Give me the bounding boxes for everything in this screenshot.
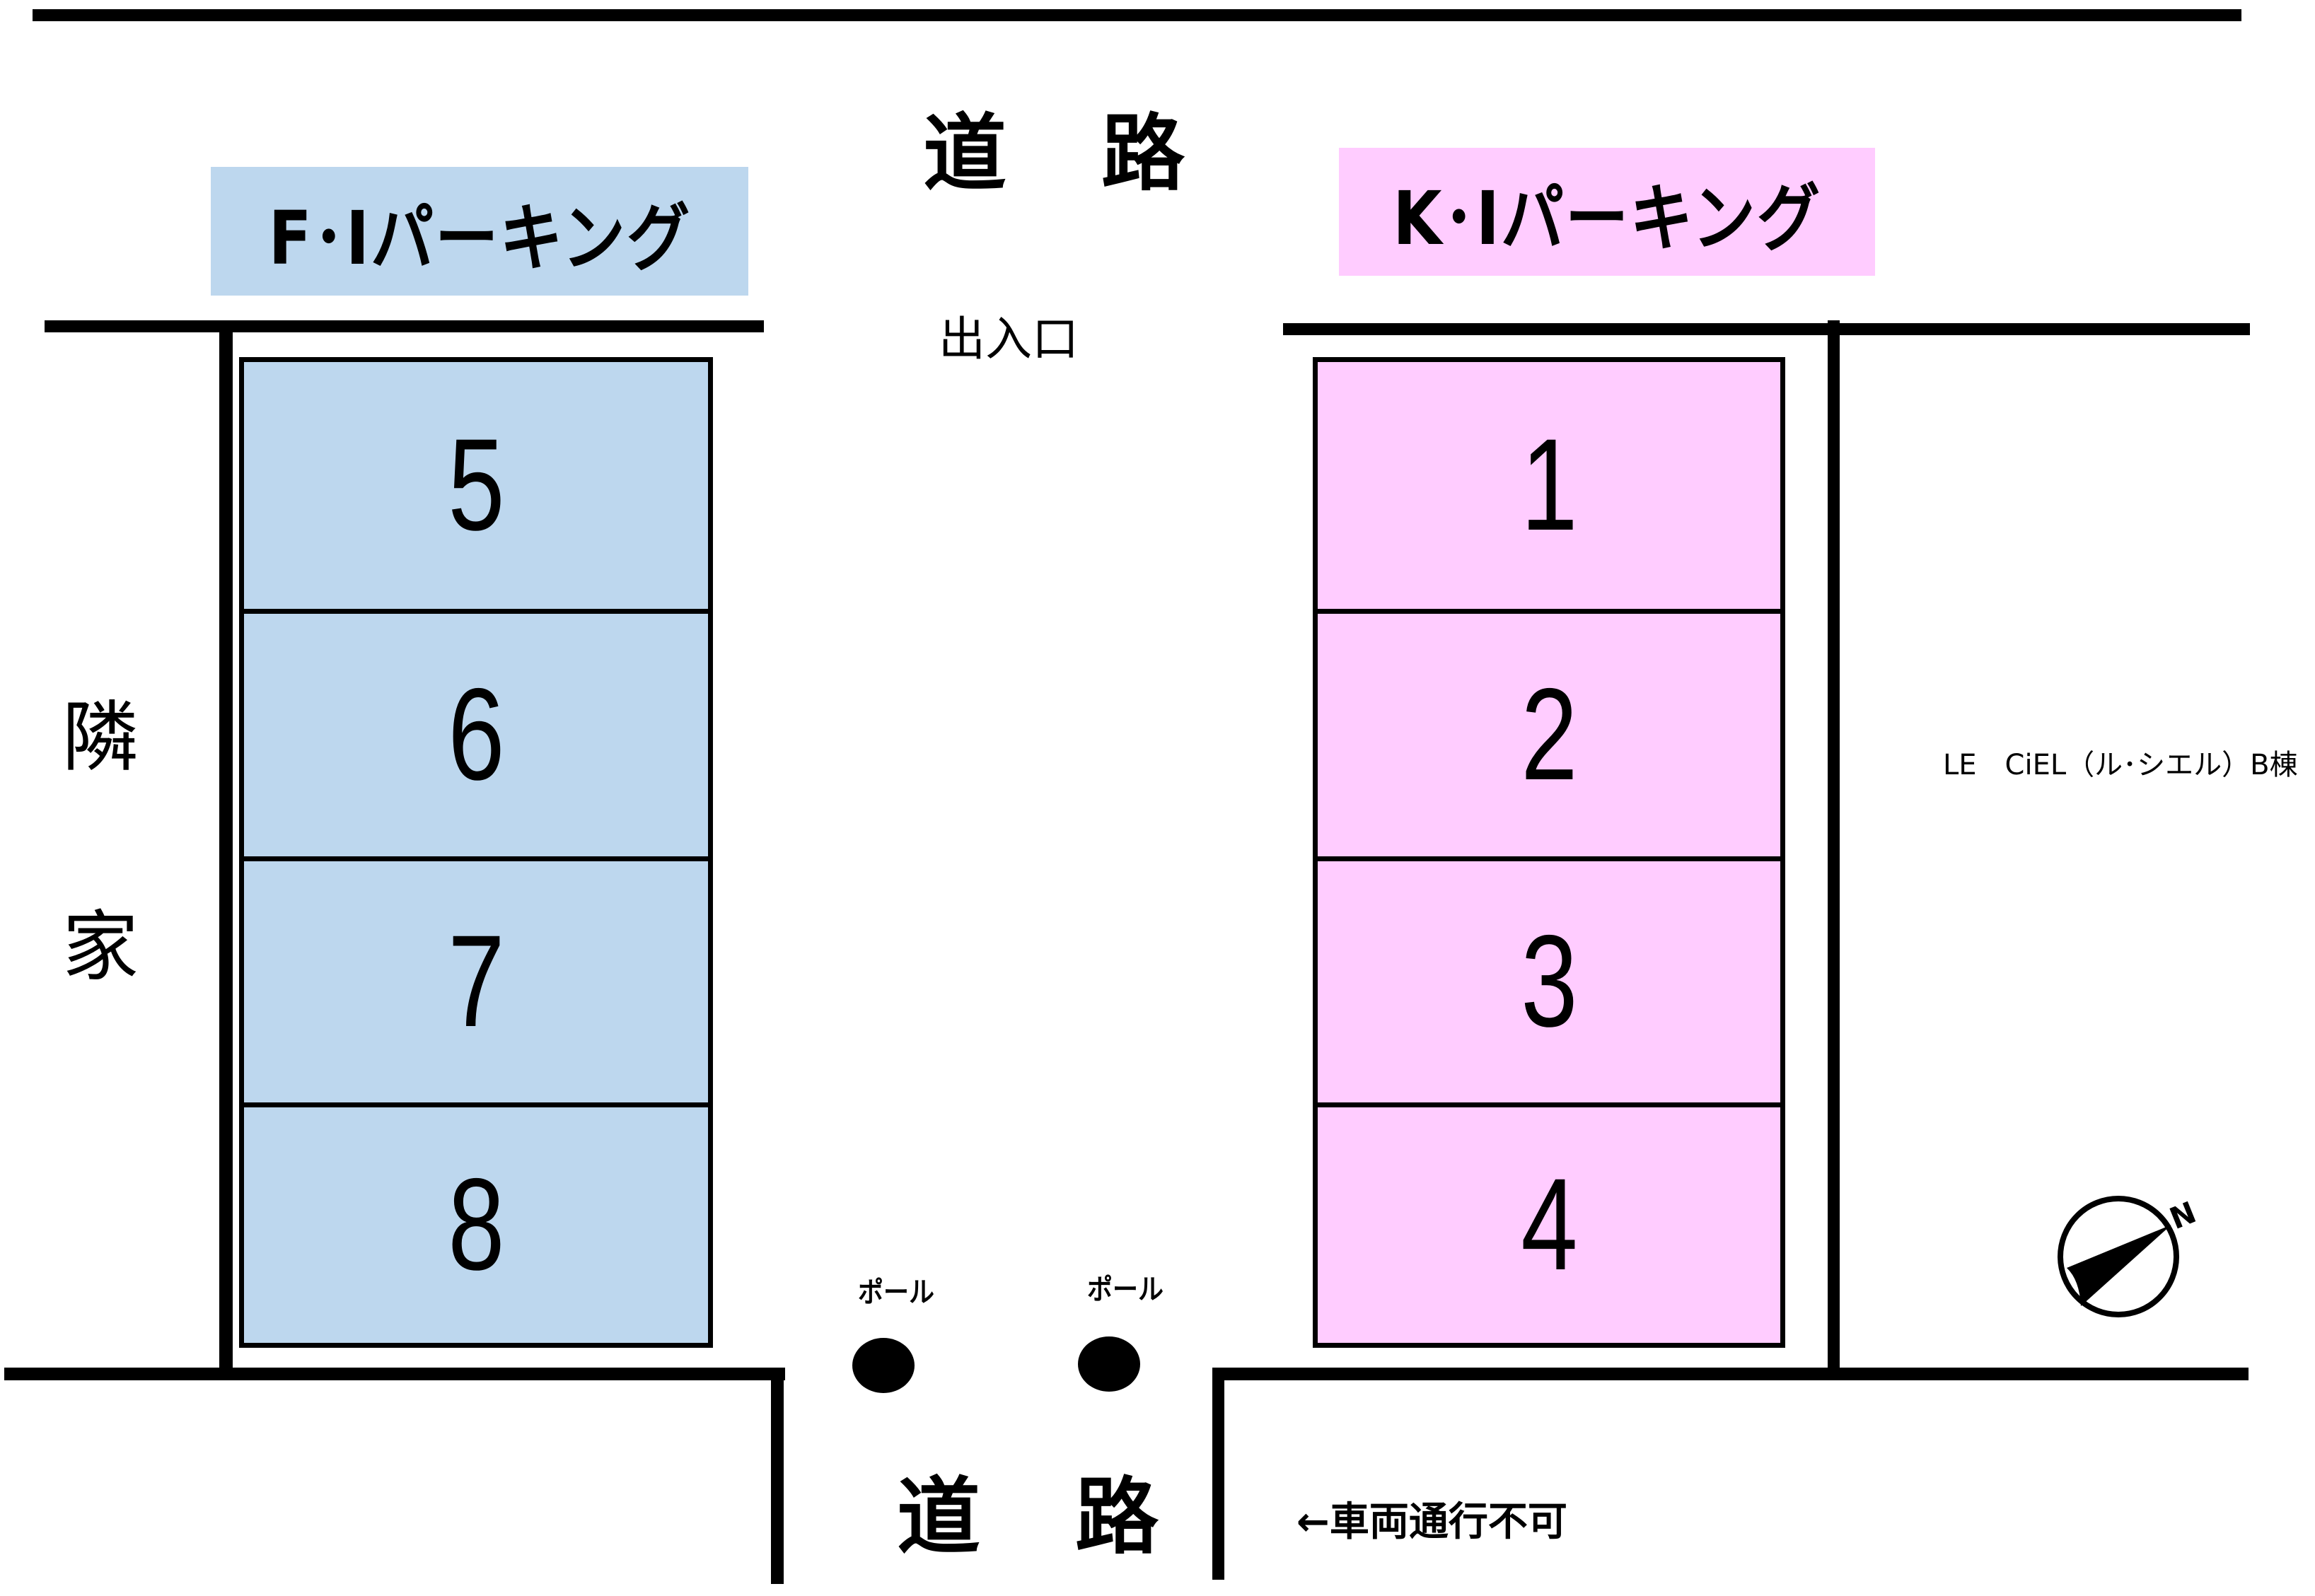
parking-stall-2[interactable]: 2 xyxy=(1318,609,1780,856)
stall-number: 1 xyxy=(1520,412,1578,558)
parking-stall-1[interactable]: 1 xyxy=(1318,362,1780,609)
parking-stall-3[interactable]: 3 xyxy=(1318,856,1780,1102)
parking-stall-6[interactable]: 6 xyxy=(244,609,708,856)
bottom-road-label: 道 路 xyxy=(897,1468,1165,1566)
bottom-left-wall xyxy=(4,1368,785,1380)
stall-number: 7 xyxy=(447,909,505,1054)
parking-stall-7[interactable]: 7 xyxy=(244,856,708,1102)
pole-left-icon xyxy=(852,1338,915,1393)
stall-number: 4 xyxy=(1520,1152,1578,1298)
bottom-left-road-edge xyxy=(771,1368,784,1584)
neighbor-house-label: 隣 家 xyxy=(62,700,140,986)
no-vehicle-passage-notice: ←車両通行不可 xyxy=(1296,1499,1567,1545)
parking-stall-5[interactable]: 5 xyxy=(244,362,708,609)
bottom-right-road-edge xyxy=(1212,1368,1224,1580)
bottom-right-wall xyxy=(1215,1368,2249,1380)
neighbor-char-1: 隣 xyxy=(62,694,139,782)
left-top-wall xyxy=(45,320,764,332)
fi-parking-name: F･Iパーキング xyxy=(268,194,691,281)
top-road-label: 道 路 xyxy=(923,105,1191,202)
stall-number: 3 xyxy=(1520,909,1578,1054)
right-top-wall xyxy=(1283,323,2250,335)
fi-parking-label: F･Iパーキング xyxy=(211,167,748,296)
pole-right-icon xyxy=(1078,1336,1140,1392)
pole-label-left: ポール xyxy=(858,1276,934,1309)
ki-parking-label: K･Iパーキング xyxy=(1339,148,1875,276)
stall-number: 8 xyxy=(447,1152,505,1298)
ki-parking-lot: 1 2 3 4 xyxy=(1313,357,1785,1348)
fi-parking-lot: 5 6 7 8 xyxy=(239,357,713,1348)
parking-stall-8[interactable]: 8 xyxy=(244,1102,708,1343)
le-ciel-building-label: LE CiEL（ル･シエル）B棟 xyxy=(1943,749,2298,781)
entrance-label: 出入口 xyxy=(939,312,1079,366)
right-side-wall xyxy=(1828,320,1840,1379)
stall-number: 6 xyxy=(447,662,505,808)
left-side-wall xyxy=(219,327,233,1373)
parking-stall-4[interactable]: 4 xyxy=(1318,1102,1780,1343)
ki-parking-name: K･Iパーキング xyxy=(1393,175,1821,262)
north-compass-icon: N xyxy=(2058,1195,2201,1317)
neighbor-char-2: 家 xyxy=(62,903,139,991)
pole-label-right: ポール xyxy=(1087,1274,1164,1306)
top-road-boundary xyxy=(33,9,2241,21)
stall-number: 5 xyxy=(447,412,505,558)
stall-number: 2 xyxy=(1520,662,1578,808)
